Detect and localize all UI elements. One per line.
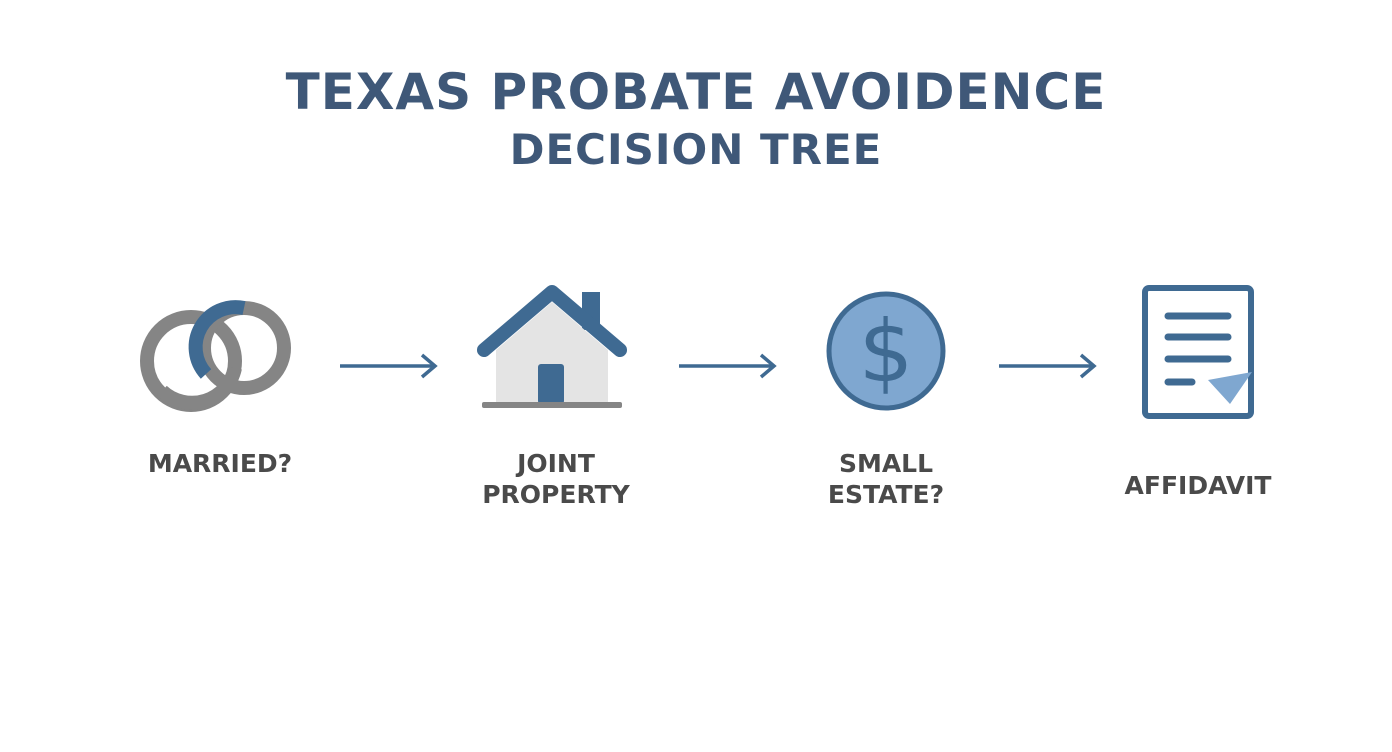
svg-text:$: $ — [859, 302, 914, 402]
house-icon — [477, 285, 627, 408]
flow-arrow — [997, 352, 1099, 384]
document-check-icon — [1142, 285, 1254, 419]
dollar-coin-icon: $ — [826, 291, 946, 411]
diagram-title: TEXAS PROBATE AVOIDENCE — [285, 63, 1107, 121]
step-label-affidavit: AFFIDAVIT — [1124, 471, 1272, 500]
step-label-joint-property: JOINT PROPERTY — [482, 449, 630, 509]
flow-arrow — [677, 352, 779, 384]
step-label-small-estate: SMALL ESTATE? — [827, 449, 945, 509]
interlocked-rings-icon — [140, 300, 291, 412]
flow-arrow — [338, 352, 440, 384]
step-label-married: MARRIED? — [147, 449, 293, 478]
diagram-subtitle: DECISION TREE — [509, 125, 883, 174]
